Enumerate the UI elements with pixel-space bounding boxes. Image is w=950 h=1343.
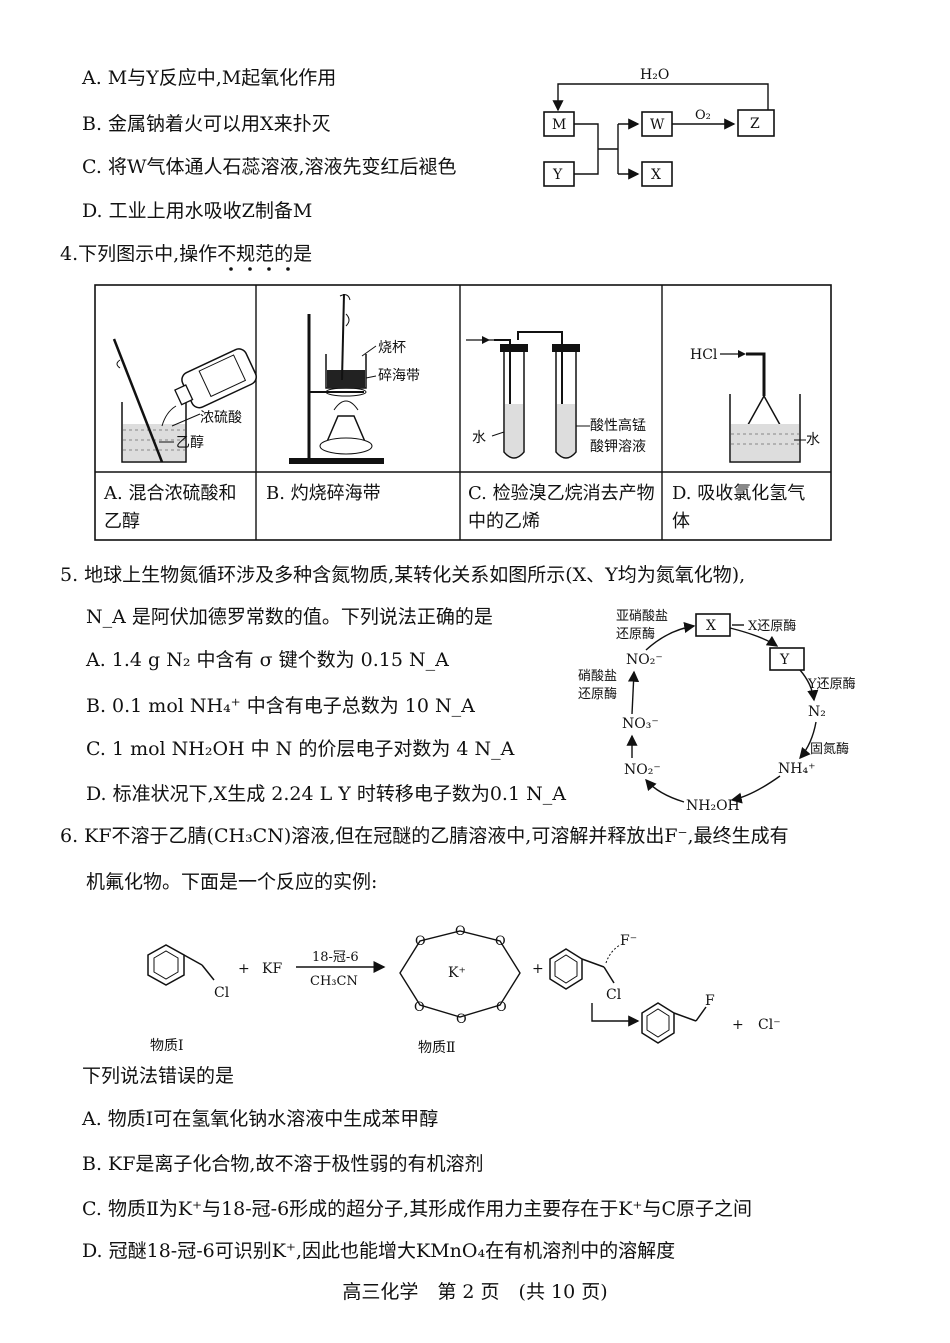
panel-a-label-acid: 浓硫酸 xyxy=(200,410,242,426)
panel-b-label-beaker: 烧杯 xyxy=(378,340,406,356)
cycle-nh2oh: NH₂OH xyxy=(686,798,740,814)
q3-x-label: X xyxy=(651,167,661,183)
cycle-nitrite-enzyme-2: 还原酶 xyxy=(616,626,655,642)
panel-d-label-water: 水 xyxy=(806,432,820,448)
q6-reaction-scheme: Cl + KF 18-冠-6 CH₃CN O O O O O O K⁺ + F⁻… xyxy=(147,925,781,1044)
substance-1-label: 物质Ⅰ xyxy=(150,1038,184,1054)
substance-1-cl: Cl xyxy=(214,985,230,1001)
intermediate-f-minus: F⁻ xyxy=(620,933,637,949)
cycle-no2-top: NO₂⁻ xyxy=(626,652,663,668)
panel-d-caption: D. 吸收氯化氢气体 xyxy=(672,483,806,532)
q3-w-label: W xyxy=(650,117,665,133)
reaction-plus-1: + xyxy=(238,961,250,977)
apparatus-b xyxy=(289,293,384,464)
crown-o-6: O xyxy=(414,1000,425,1015)
panel-a-caption: A. 混合浓硫酸和乙醇 xyxy=(104,483,237,532)
panel-c-label-kmno4-2: 酸钾溶液 xyxy=(590,439,646,455)
cycle-n2: N₂ xyxy=(808,704,826,720)
q5-nitrogen-cycle: X Y N₂ NH₄⁺ NH₂OH NO₂⁻ NO₃⁻ NO₂⁻ X还原酶 Y还… xyxy=(578,609,856,814)
crown-o-3: O xyxy=(495,934,506,949)
q3-box-y xyxy=(543,161,575,187)
q3-option-d: D. 工业上用水吸收Z制备M xyxy=(82,200,313,222)
q5-option-d: D. 标准状况下,X生成 2.24 L Y 时转移电子数为0.1 N_A xyxy=(86,783,566,805)
crown-kplus: K⁺ xyxy=(448,965,466,981)
q6-option-d: D. 冠醚18-冠-6可识别K⁺,因此也能增大KMnO₄在有机溶剂中的溶解度 xyxy=(82,1240,676,1262)
apparatus-d xyxy=(720,350,806,463)
cycle-nitrate-enzyme-2: 还原酶 xyxy=(578,686,617,702)
reaction-cl-ion: Cl⁻ xyxy=(758,1017,781,1033)
reaction-plus-2: + xyxy=(532,961,544,977)
q6-stem-2: 机氟化物。下面是一个反应的实例: xyxy=(86,871,378,893)
q3-box-z xyxy=(737,109,775,137)
q6-option-a: A. 物质Ⅰ可在氢氧化钠水溶液中生成苯甲醇 xyxy=(82,1108,439,1130)
page-footer: 高三化学 第 2 页 (共 10 页) xyxy=(342,1281,608,1303)
q3-z-label: Z xyxy=(750,116,760,132)
cycle-x-enzyme: X还原酶 xyxy=(748,618,796,634)
q6-option-b: B. KF是离子化合物,故不溶于极性弱的有机溶剂 xyxy=(82,1153,484,1175)
q3-box-m xyxy=(543,111,575,137)
substance-1-structure xyxy=(147,944,215,986)
cycle-fix-enzyme: 固氮酶 xyxy=(810,741,849,757)
cycle-y-enzyme: Y还原酶 xyxy=(807,676,856,692)
reaction-plus-3: + xyxy=(732,1017,744,1033)
intermediate-structure xyxy=(549,944,621,990)
substance-2-label: 物质Ⅱ xyxy=(418,1040,456,1056)
q3-y-label: Y xyxy=(552,167,563,183)
cycle-no2-bottom: NO₂⁻ xyxy=(624,762,661,778)
q3-box-w xyxy=(641,111,673,137)
panel-b-caption: B. 灼烧碎海带 xyxy=(266,483,381,504)
q5-option-c: C. 1 mol NH₂OH 中 N 的价层电子对数为 4 N_A xyxy=(86,738,515,760)
apparatus-c xyxy=(466,331,590,459)
crown-o-2: O xyxy=(455,925,466,939)
q5-stem-2: N_A 是阿伏加德罗常数的值。下列说法正确的是 xyxy=(86,606,493,628)
product-structure xyxy=(641,1002,707,1044)
substance-2-structure xyxy=(399,930,521,1018)
panel-d-label-hcl: HCl xyxy=(690,347,718,363)
q4-emphasis-dots xyxy=(229,267,290,271)
q3-h2o-label: H₂O xyxy=(640,67,669,83)
q3-option-b: B. 金属钠着火可以用X来扑灭 xyxy=(82,113,331,135)
cycle-y: Y xyxy=(779,652,790,668)
panel-c-label-kmno4-1: 酸性高锰 xyxy=(590,417,646,434)
q6-ask: 下列说法错误的是 xyxy=(82,1065,235,1087)
cycle-box-x xyxy=(695,613,731,637)
reaction-condition-bottom: CH₃CN xyxy=(310,974,358,989)
q4-stem: 4.下列图示中,操作不规范的是 xyxy=(60,243,313,265)
q5-option-b: B. 0.1 mol NH₄⁺ 中含有电子总数为 10 N_A xyxy=(86,695,475,717)
cycle-box-y xyxy=(769,647,805,671)
cycle-x: X xyxy=(706,618,716,634)
reaction-condition-top: 18-冠-6 xyxy=(312,950,359,965)
q3-o2-label: O₂ xyxy=(695,108,711,123)
panel-c-label-water: 水 xyxy=(472,430,486,446)
q6-option-c: C. 物质Ⅱ为K⁺与18-冠-6形成的超分子,其形成作用力主要存在于K⁺与C原子… xyxy=(82,1198,752,1220)
panel-b-label-seaweed: 碎海带 xyxy=(378,368,420,384)
q3-option-a: A. M与Y反应中,M起氧化作用 xyxy=(82,67,337,89)
panel-a-label-ethanol: 乙醇 xyxy=(176,434,204,451)
crown-o-5: O xyxy=(456,1012,467,1027)
cycle-nitrate-enzyme-1: 硝酸盐 xyxy=(578,669,617,684)
cycle-nh4: NH₄⁺ xyxy=(778,761,815,777)
q3-box-x xyxy=(641,161,673,187)
reaction-kf: KF xyxy=(262,961,282,977)
product-f: F xyxy=(705,993,715,1009)
q5-stem-1: 5. 地球上生物氮循环涉及多种含氮物质,某转化关系如图所示(X、Y均为氮氧化物)… xyxy=(60,564,746,586)
cycle-no3: NO₃⁻ xyxy=(622,716,659,732)
crown-o-1: O xyxy=(415,934,426,949)
crown-o-4: O xyxy=(496,1000,507,1015)
q6-stem-1: 6. KF不溶于乙腈(CH₃CN)溶液,但在冠醚的乙腈溶液中,可溶解并释放出F⁻… xyxy=(60,825,789,847)
apparatus-a xyxy=(112,338,257,463)
panel-c-caption: C. 检验溴乙烷消去产物中的乙烯 xyxy=(468,483,655,532)
cycle-nitrite-enzyme-1: 亚硝酸盐 xyxy=(616,609,668,624)
q3-m-label: M xyxy=(552,117,566,133)
q5-option-a: A. 1.4 g N₂ 中含有 σ 键个数为 0.15 N_A xyxy=(86,649,449,671)
q4-apparatus-table: 浓硫酸 乙醇 烧杯 碎海带 水 酸性高锰 酸钾溶液 xyxy=(94,284,832,541)
q3-flow-diagram: H₂O M Y W X O₂ Z xyxy=(543,67,775,187)
intermediate-cl: Cl xyxy=(606,987,622,1003)
q3-option-c: C. 将W气体通人石蕊溶液,溶液先变红后褪色 xyxy=(82,156,457,178)
